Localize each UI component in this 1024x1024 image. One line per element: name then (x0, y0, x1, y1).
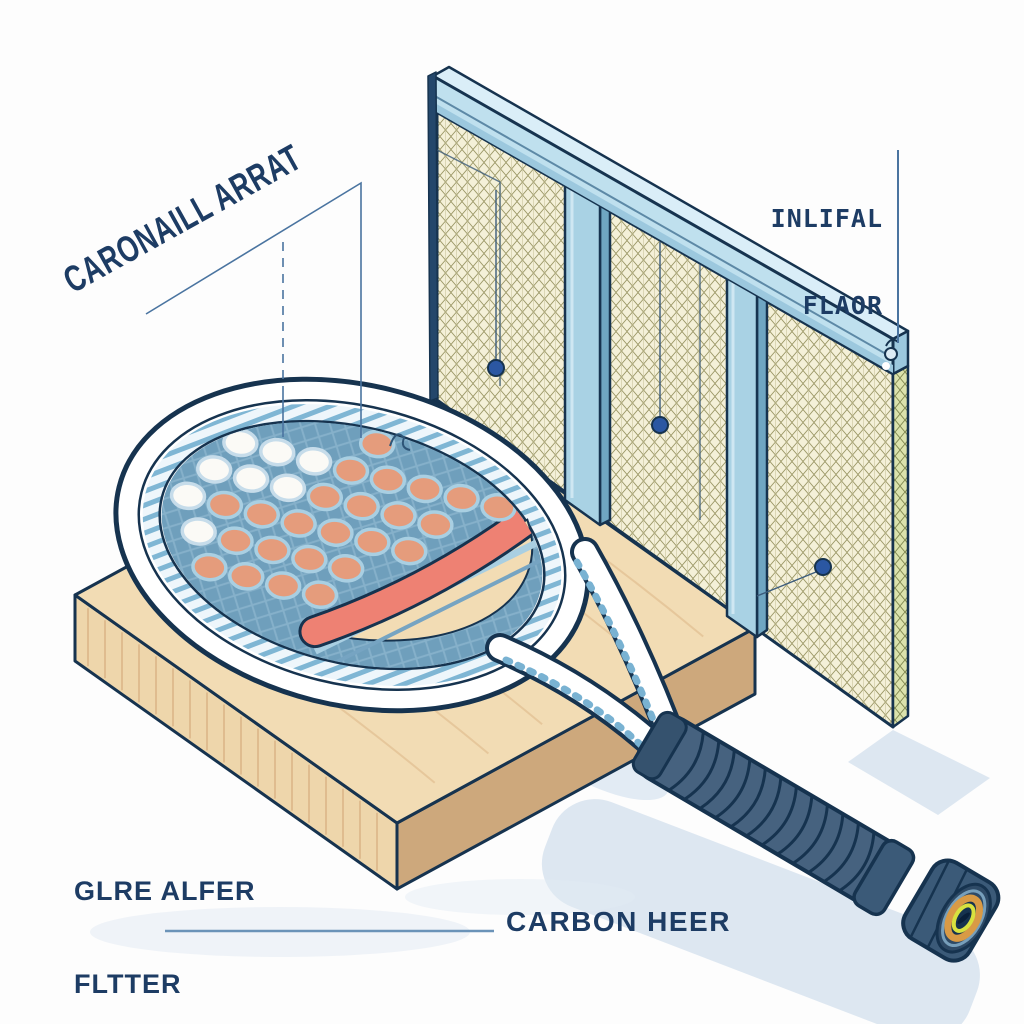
fastener-leader-line (495, 190, 817, 597)
leader-squiggle (389, 433, 411, 451)
fastener-dot (651, 416, 669, 434)
mesh-panel-side (891, 364, 910, 729)
label-platform-line2: FLTTER (74, 969, 182, 999)
screw-icon (882, 338, 899, 370)
front-grain-lines (87, 608, 378, 871)
string-holes (169, 428, 517, 610)
fastener-dot (487, 359, 505, 377)
wall-stud (563, 182, 612, 527)
racket-head (113, 376, 591, 714)
padel-racket (113, 376, 1001, 963)
label-platform: GLRE ALFER FLTTER (74, 814, 256, 1024)
butt-cap (901, 858, 1001, 963)
mesh-seam-line (436, 149, 501, 386)
fastener-dot (814, 558, 832, 576)
label-wall-line2: FLAOR (802, 291, 883, 320)
mesh-wall (427, 65, 910, 729)
label-wall: INLIFAL FLAOR (633, 146, 883, 349)
wall-left-edge (427, 71, 439, 402)
racket-grip (631, 710, 916, 917)
label-wall-line1: INLIFAL (770, 204, 883, 233)
label-handle: CARBON HEER (506, 906, 731, 937)
rim-hatch-band (142, 404, 562, 686)
wall-stud (725, 274, 769, 639)
cap-yellow-ring (951, 903, 976, 933)
leader-line-diagonal (145, 181, 362, 438)
label-platform-line1: GLRE ALFER (74, 876, 256, 906)
annotation-lines (145, 150, 899, 933)
wall-beam (431, 65, 910, 376)
